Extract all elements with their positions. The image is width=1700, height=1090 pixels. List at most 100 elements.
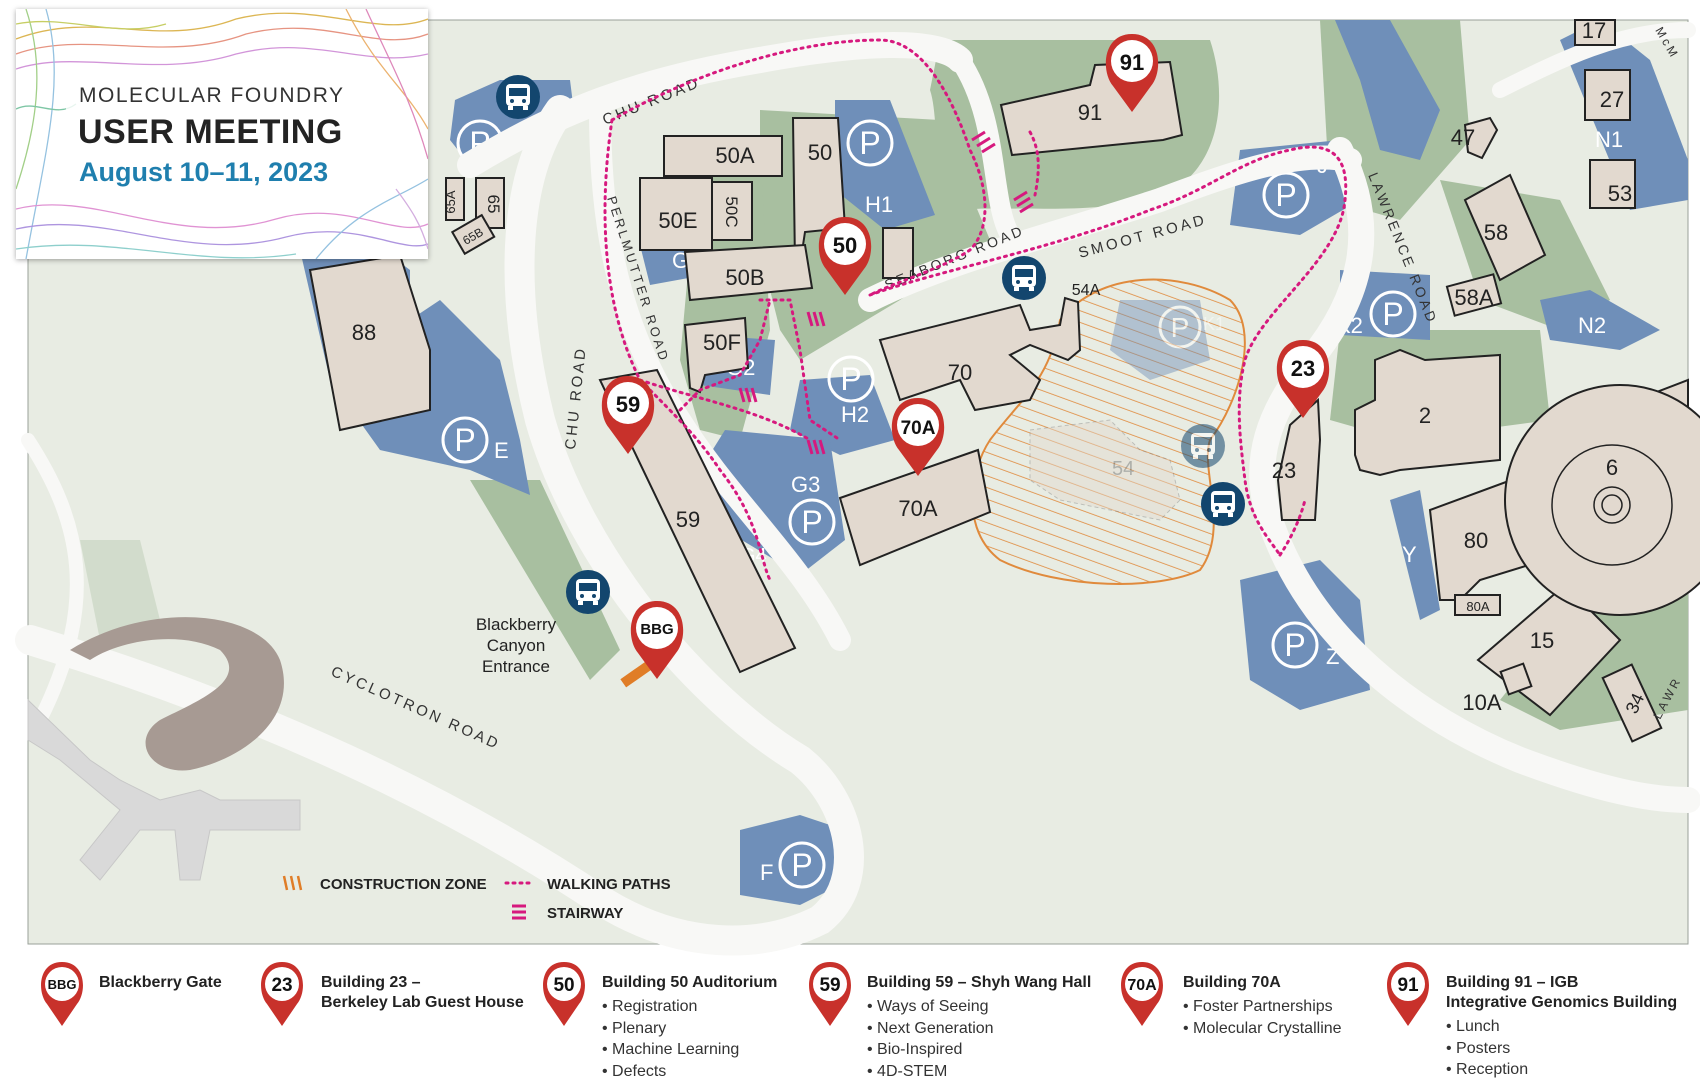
event-date: August 10–11, 2023	[79, 157, 329, 187]
pin-70A: 70A	[891, 398, 945, 476]
pin-icon: 70A	[1121, 962, 1163, 1026]
svg-text:91: 91	[1078, 100, 1102, 125]
key-list-item: Defects	[602, 1061, 739, 1083]
svg-text:54A: 54A	[1072, 282, 1101, 299]
svg-text:88: 88	[352, 320, 376, 345]
key-title-91: Building 91 – IGB	[1446, 974, 1579, 991]
svg-text:58A: 58A	[1454, 285, 1493, 310]
event-subtitle: MOLECULAR FOUNDRY	[79, 84, 345, 107]
pin-icon: BBG	[41, 962, 83, 1026]
svg-text:80: 80	[1464, 528, 1488, 553]
svg-text:N2: N2	[1578, 313, 1606, 338]
svg-text:50: 50	[808, 140, 832, 165]
svg-text:65: 65	[484, 195, 503, 214]
svg-text:59: 59	[616, 392, 640, 417]
pin-BBG: BBG	[630, 601, 684, 679]
key-list-item: Posters	[1446, 1038, 1528, 1060]
legend-construction-label: CONSTRUCTION ZONE	[320, 876, 487, 893]
key-title-70a: Building 70A	[1183, 974, 1281, 991]
svg-text:58: 58	[1484, 220, 1508, 245]
key-item-23: 23 Building 23 – Berkeley Lab Guest Hous…	[258, 962, 528, 1088]
title-card-pattern	[16, 9, 428, 259]
svg-text:65A: 65A	[443, 190, 458, 213]
blackberry-canyon-entrance-label: Blackberry Canyon Entrance	[476, 615, 557, 676]
bus-icon	[1201, 482, 1245, 526]
svg-text:BBG: BBG	[640, 621, 673, 638]
svg-text:50C: 50C	[722, 196, 741, 227]
svg-text:2: 2	[1419, 403, 1431, 428]
key-list-59: Ways of Seeing Next Generation Bio-Inspi…	[867, 996, 994, 1082]
svg-text:91: 91	[1397, 975, 1419, 996]
blackberry-gate-marker	[620, 658, 656, 688]
event-title-card: MOLECULAR FOUNDRY USER MEETING August 10…	[16, 9, 428, 259]
svg-text:P: P	[1171, 312, 1190, 343]
svg-text:10A: 10A	[1462, 690, 1501, 715]
key-title2-91: Integrative Genomics Building	[1446, 994, 1678, 1011]
key-title-50: Building 50 Auditorium	[602, 974, 778, 991]
svg-text:91: 91	[1120, 50, 1144, 75]
key-item-bbg: BBG Blackberry Gate	[38, 962, 268, 1088]
legend-stairway-label: STAIRWAY	[547, 905, 623, 922]
key-item-50: 50 Building 50 Auditorium Registration P…	[540, 962, 800, 1088]
key-title2-23: Berkeley Lab Guest House	[321, 994, 524, 1011]
svg-text:BBG: BBG	[48, 977, 77, 992]
svg-text:K1: K1	[1203, 314, 1225, 334]
svg-text:70: 70	[948, 360, 972, 385]
pin-icon: 50	[543, 962, 585, 1026]
svg-text:59: 59	[819, 975, 840, 996]
key-list-item: 4D-STEM	[867, 1061, 994, 1083]
key-list-50: Registration Plenary Machine Learning De…	[602, 996, 739, 1082]
legend-walking-label: WALKING PATHS	[547, 876, 671, 893]
key-list-item: Reception	[1446, 1059, 1528, 1081]
svg-text:50: 50	[553, 975, 574, 996]
svg-text:70A: 70A	[1127, 977, 1157, 994]
svg-text:N1: N1	[1595, 127, 1623, 152]
svg-text:6: 6	[1606, 455, 1618, 480]
svg-text:E: E	[494, 438, 509, 463]
building-6-complex	[1504, 378, 1700, 616]
stairways	[738, 130, 1034, 455]
svg-text:H2: H2	[841, 402, 869, 427]
key-item-59: 59 Building 59 – Shyh Wang Hall Ways of …	[806, 962, 1091, 1088]
construction-zone	[971, 278, 1246, 585]
key-list-item: Plenary	[602, 1018, 739, 1040]
svg-text:23: 23	[1291, 356, 1315, 381]
pin-icon: 59	[809, 962, 851, 1026]
building-labels: 91 50A 50 50E 50C 50B 50F 88 65A 65 65B …	[352, 18, 1648, 717]
bus-icon	[1002, 256, 1046, 300]
key-list-item: Ways of Seeing	[867, 996, 994, 1018]
key-list-item: Machine Learning	[602, 1039, 739, 1061]
key-list-item: Next Generation	[867, 1018, 994, 1040]
key-title-23: Building 23 –	[321, 974, 421, 991]
svg-text:Entrance: Entrance	[482, 657, 550, 676]
buildings	[308, 19, 1663, 743]
svg-text:G3: G3	[791, 472, 820, 497]
svg-text:H1: H1	[865, 192, 893, 217]
key-list-70a: Foster Partnerships Molecular Crystallin…	[1183, 996, 1342, 1039]
svg-text:23: 23	[1272, 458, 1296, 483]
bus-icon	[496, 75, 540, 119]
pin-91: 91	[1105, 34, 1159, 112]
key-item-70a: 70A Building 70A Foster Partnerships Mol…	[1118, 962, 1378, 1088]
svg-text:50E: 50E	[658, 208, 697, 233]
event-title: USER MEETING	[78, 113, 343, 151]
svg-text:50: 50	[833, 233, 857, 258]
map-pins: 91 50 70A 59 23 BBG	[601, 34, 1330, 679]
svg-text:Y: Y	[1402, 542, 1417, 567]
svg-text:27: 27	[1600, 87, 1624, 112]
key-item-91: 91 Building 91 – IGB Integrative Genomic…	[1384, 962, 1684, 1088]
cyclotron-complex	[27, 617, 301, 881]
svg-text:17: 17	[1582, 18, 1606, 43]
svg-text:80A: 80A	[1466, 599, 1489, 614]
pin-icon: 91	[1387, 962, 1429, 1026]
svg-text:54: 54	[1112, 458, 1134, 480]
svg-text:Blackberry: Blackberry	[476, 615, 557, 634]
key-list-item: Bio-Inspired	[867, 1039, 994, 1061]
key-list-item: Foster Partnerships	[1183, 996, 1342, 1018]
svg-text:50F: 50F	[703, 330, 741, 355]
svg-text:50B: 50B	[725, 265, 764, 290]
svg-text:47: 47	[1451, 125, 1475, 150]
svg-text:23: 23	[271, 975, 292, 996]
svg-text:53: 53	[1608, 181, 1632, 206]
